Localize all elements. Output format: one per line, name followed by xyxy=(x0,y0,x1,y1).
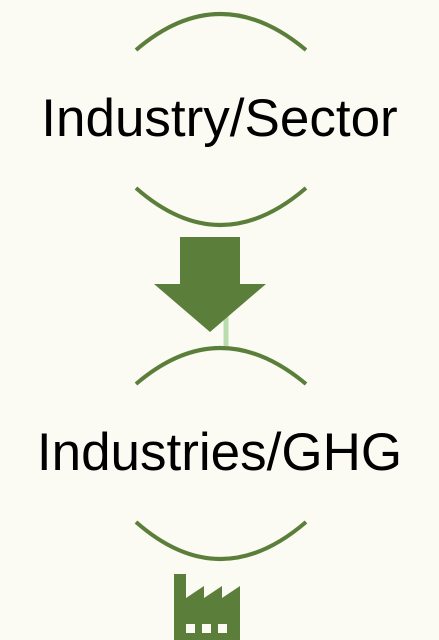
node-label-bottom: Industries/GHG xyxy=(36,423,403,482)
node-1-top-arc xyxy=(134,12,308,52)
node-label-top: Industry/Sector xyxy=(41,89,398,148)
node-2-top-arc xyxy=(134,346,308,386)
factory-icon xyxy=(174,574,240,640)
node-1-bottom-arc xyxy=(134,186,308,227)
node-2-bottom-arc xyxy=(134,520,308,561)
down-arrow-icon xyxy=(154,237,266,332)
